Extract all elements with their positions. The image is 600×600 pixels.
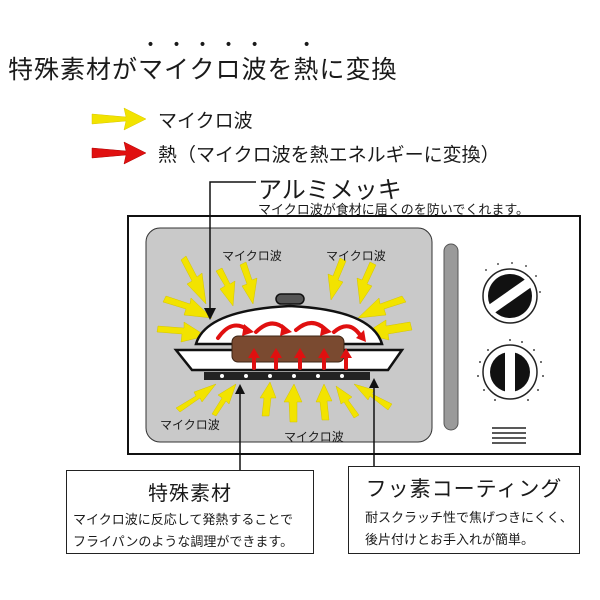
mw-label-bottom-center: マイクロ波 — [284, 430, 344, 444]
legend-microwave: マイクロ波 — [90, 104, 253, 134]
page-title: 特殊素材がマイクロ波を熱に変換 — [8, 55, 398, 84]
special-material-line1: マイクロ波に反応して発熱することで — [73, 513, 293, 528]
door-handle — [443, 243, 459, 431]
legend-heat: 熱（マイクロ波を熱エネルギーに変換） — [90, 138, 500, 168]
aluminum-title: アルミメッキ — [258, 176, 402, 204]
food — [231, 335, 345, 363]
mw-label-top-right: マイクロ波 — [326, 249, 386, 263]
special-material-title: 特殊素材 — [148, 481, 232, 505]
yellow-arrow-icon — [91, 107, 147, 131]
mw-label-top-left: マイクロ波 — [222, 249, 282, 263]
fluorine-coating-line1: 耐スクラッチ性で焦げつきにくく、 — [365, 511, 573, 526]
fluorine-coating-box: フッ素コーティング 耐スクラッチ性で焦げつきにくく、 後片付けとお手入れが簡単。 — [348, 466, 580, 554]
mw-label-bottom-left: マイクロ波 — [160, 418, 220, 432]
red-arrow-icon — [91, 141, 147, 165]
control-panel — [477, 262, 544, 444]
aluminum-desc: マイクロ波が食材に届くのを防いでくれます。 — [258, 203, 530, 218]
legend-microwave-label: マイクロ波 — [158, 109, 253, 132]
legend-heat-label: 熱（マイクロ波を熱エネルギーに変換） — [158, 143, 500, 166]
microwave-arrows — [156, 255, 413, 423]
fluorine-coating-line2: 後片付けとお手入れが簡単。 — [365, 533, 535, 548]
fluorine-coating-title: フッ素コーティング — [365, 477, 563, 501]
leader-lines — [204, 181, 375, 470]
special-material-line2: フライパンのような調理ができます。 — [73, 535, 294, 550]
special-material-box: 特殊素材 マイクロ波に反応して発熱することで フライパンのような調理ができます。 — [66, 470, 314, 554]
